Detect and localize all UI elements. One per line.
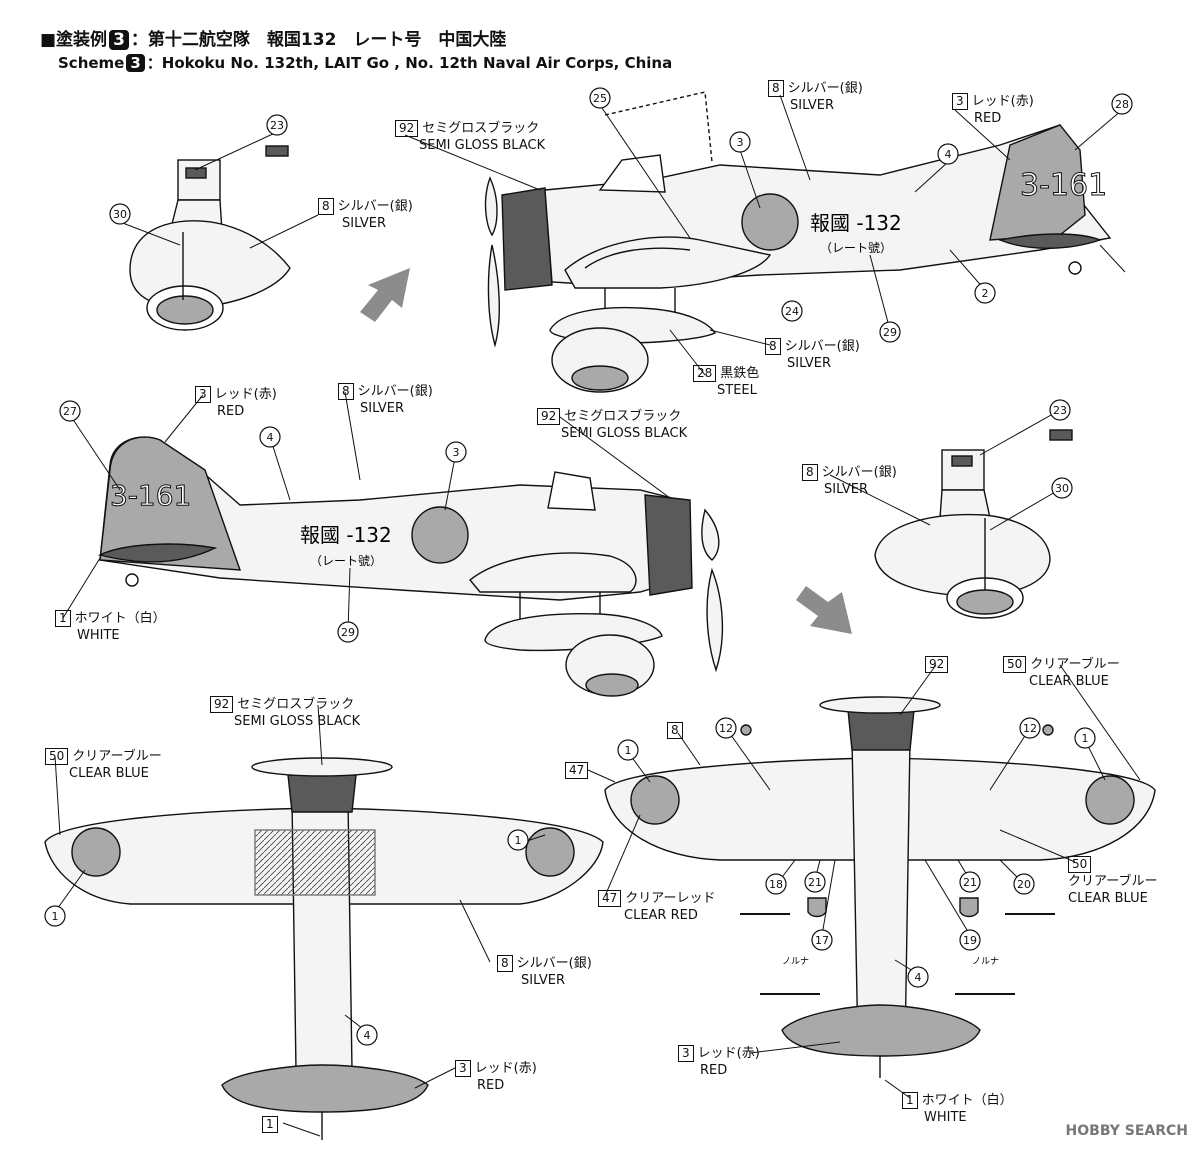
callout-17: 17	[815, 934, 829, 947]
callout-28: 28	[1115, 98, 1129, 111]
callout-19: 19	[963, 934, 977, 947]
callout-29: 29	[883, 326, 897, 339]
side-view-middle	[97, 436, 724, 697]
bottom-view	[604, 696, 1156, 1078]
callout-12: 12	[1023, 722, 1037, 735]
callout-4: 4	[267, 431, 274, 444]
callout-29: 29	[341, 626, 355, 639]
side-view-top	[484, 91, 1112, 393]
callout-21: 21	[808, 876, 822, 889]
drop-tank-detail-left	[129, 145, 291, 331]
callout-30: 30	[1055, 482, 1069, 495]
callout-23: 23	[270, 119, 284, 132]
callout-1: 1	[625, 744, 632, 757]
arrow-top	[360, 268, 410, 322]
callout-2: 2	[982, 287, 989, 300]
label-white-topview: 1	[262, 1116, 282, 1133]
label-silver-bottomview: 8	[667, 722, 687, 739]
callout-4: 4	[364, 1029, 371, 1042]
callout-20: 20	[1017, 878, 1031, 891]
fuselage-sub-marking-top: （レート號）	[820, 241, 892, 255]
watermark: HOBBY SEARCH	[1065, 1123, 1188, 1139]
wing-kana-right: ノルナ	[972, 956, 999, 967]
callout-3: 3	[737, 136, 744, 149]
callout-30: 30	[113, 208, 127, 221]
top-view	[44, 757, 604, 1140]
callout-4: 4	[945, 148, 952, 161]
arrow-mid	[796, 586, 852, 634]
callout-25: 25	[593, 92, 607, 105]
callout-12: 12	[719, 722, 733, 735]
label-semigloss-black-bottomview: 92	[925, 656, 952, 673]
label-clear-red-bottomview-top: 47	[565, 762, 592, 779]
callout-circles	[44, 87, 1133, 1046]
callout-18: 18	[769, 878, 783, 891]
tail-code-middle: 3-161	[110, 479, 191, 512]
fuselage-marking-middle: 報國 -132	[300, 523, 392, 547]
callout-27: 27	[63, 405, 77, 418]
fuselage-sub-marking-middle: （レート號）	[310, 554, 382, 568]
callout-3: 3	[453, 446, 460, 459]
callout-23: 23	[1053, 404, 1067, 417]
callout-21: 21	[963, 876, 977, 889]
callout-1: 1	[515, 834, 522, 847]
callout-numbers: 23 30 25 3 4 28 2 29 24 27 4 3 29 23 30 …	[52, 92, 1130, 1042]
tail-code-top: 3-161	[1020, 168, 1107, 203]
fuselage-marking-top: 報國 -132	[810, 211, 902, 235]
callout-1: 1	[1082, 732, 1089, 745]
drop-tank-detail-right	[874, 429, 1073, 619]
wing-kana-left: ノルナ	[782, 956, 809, 967]
callout-4: 4	[915, 971, 922, 984]
callout-24: 24	[785, 305, 799, 318]
callout-1: 1	[52, 910, 59, 923]
